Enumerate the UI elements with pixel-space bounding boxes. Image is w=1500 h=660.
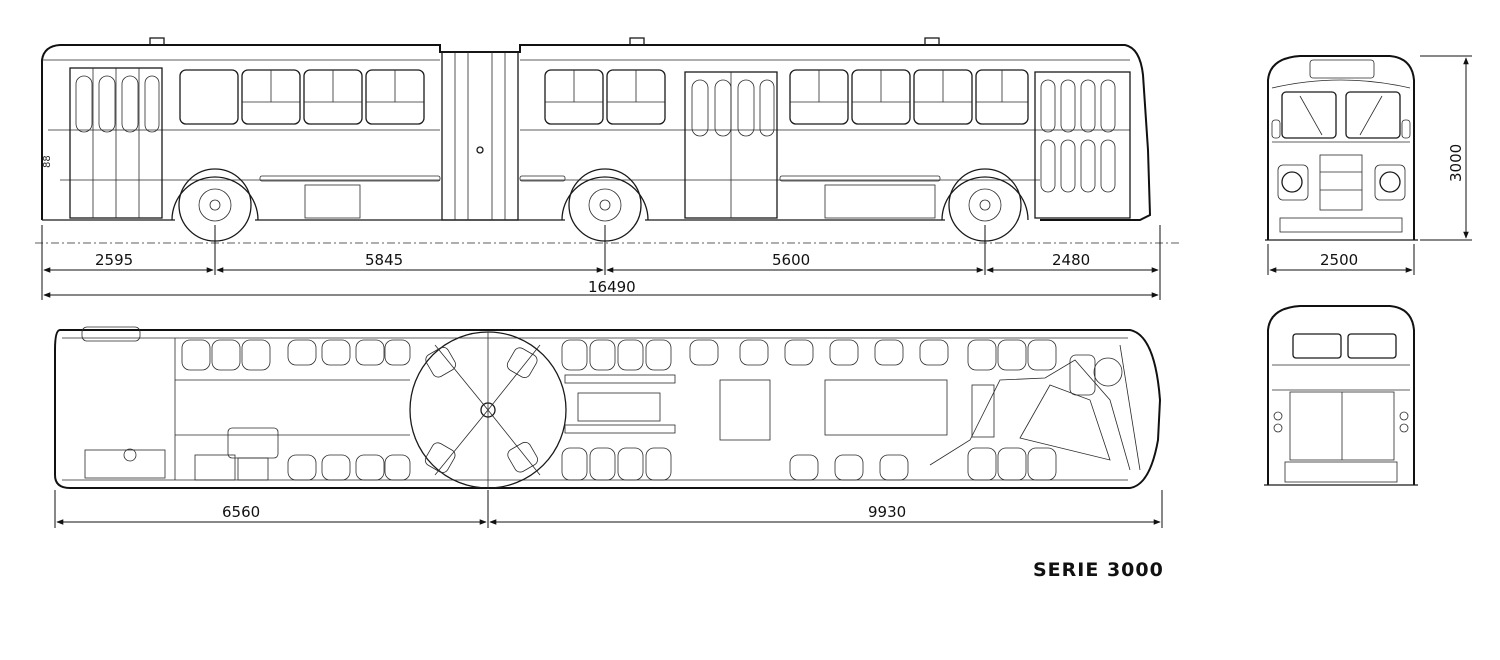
side-view: 88 2595 5845 5600 2480 16490 <box>35 37 1180 300</box>
dim-front-overhang: 2595 <box>95 251 133 269</box>
front-view: 3000 2500 <box>1265 55 1472 275</box>
fleet-number: 88 <box>42 155 53 168</box>
dim-overall-length: 16490 <box>588 278 636 296</box>
articulation-turntable <box>409 331 567 489</box>
dim-rear-overhang: 2480 <box>1052 251 1090 269</box>
middle-door <box>684 71 778 219</box>
dim-front-section: 6560 <box>222 503 260 521</box>
dim-wheelbase-rear: 5600 <box>772 251 810 269</box>
front-door <box>69 67 163 219</box>
dim-wheelbase-front: 5845 <box>365 251 403 269</box>
series-label: SERIE 3000 <box>1033 559 1164 581</box>
rear-door <box>1034 71 1131 219</box>
seats-rear-top <box>561 339 1057 371</box>
seats-front-top <box>181 339 411 371</box>
side-windows <box>179 69 1029 125</box>
dim-width: 2500 <box>1320 251 1358 269</box>
seats-front-bottom <box>287 454 411 481</box>
dim-rear-section: 9930 <box>868 503 906 521</box>
seats-rear-bottom <box>561 447 1057 481</box>
articulation-bellows <box>441 51 519 221</box>
side-dimensions: 2595 5845 5600 2480 16490 <box>41 225 1161 300</box>
dim-height: 3000 <box>1447 144 1465 182</box>
rear-view <box>1264 305 1418 486</box>
plan-view: 6560 9930 <box>54 326 1163 528</box>
plan-dimensions: 6560 9930 <box>54 490 1163 528</box>
